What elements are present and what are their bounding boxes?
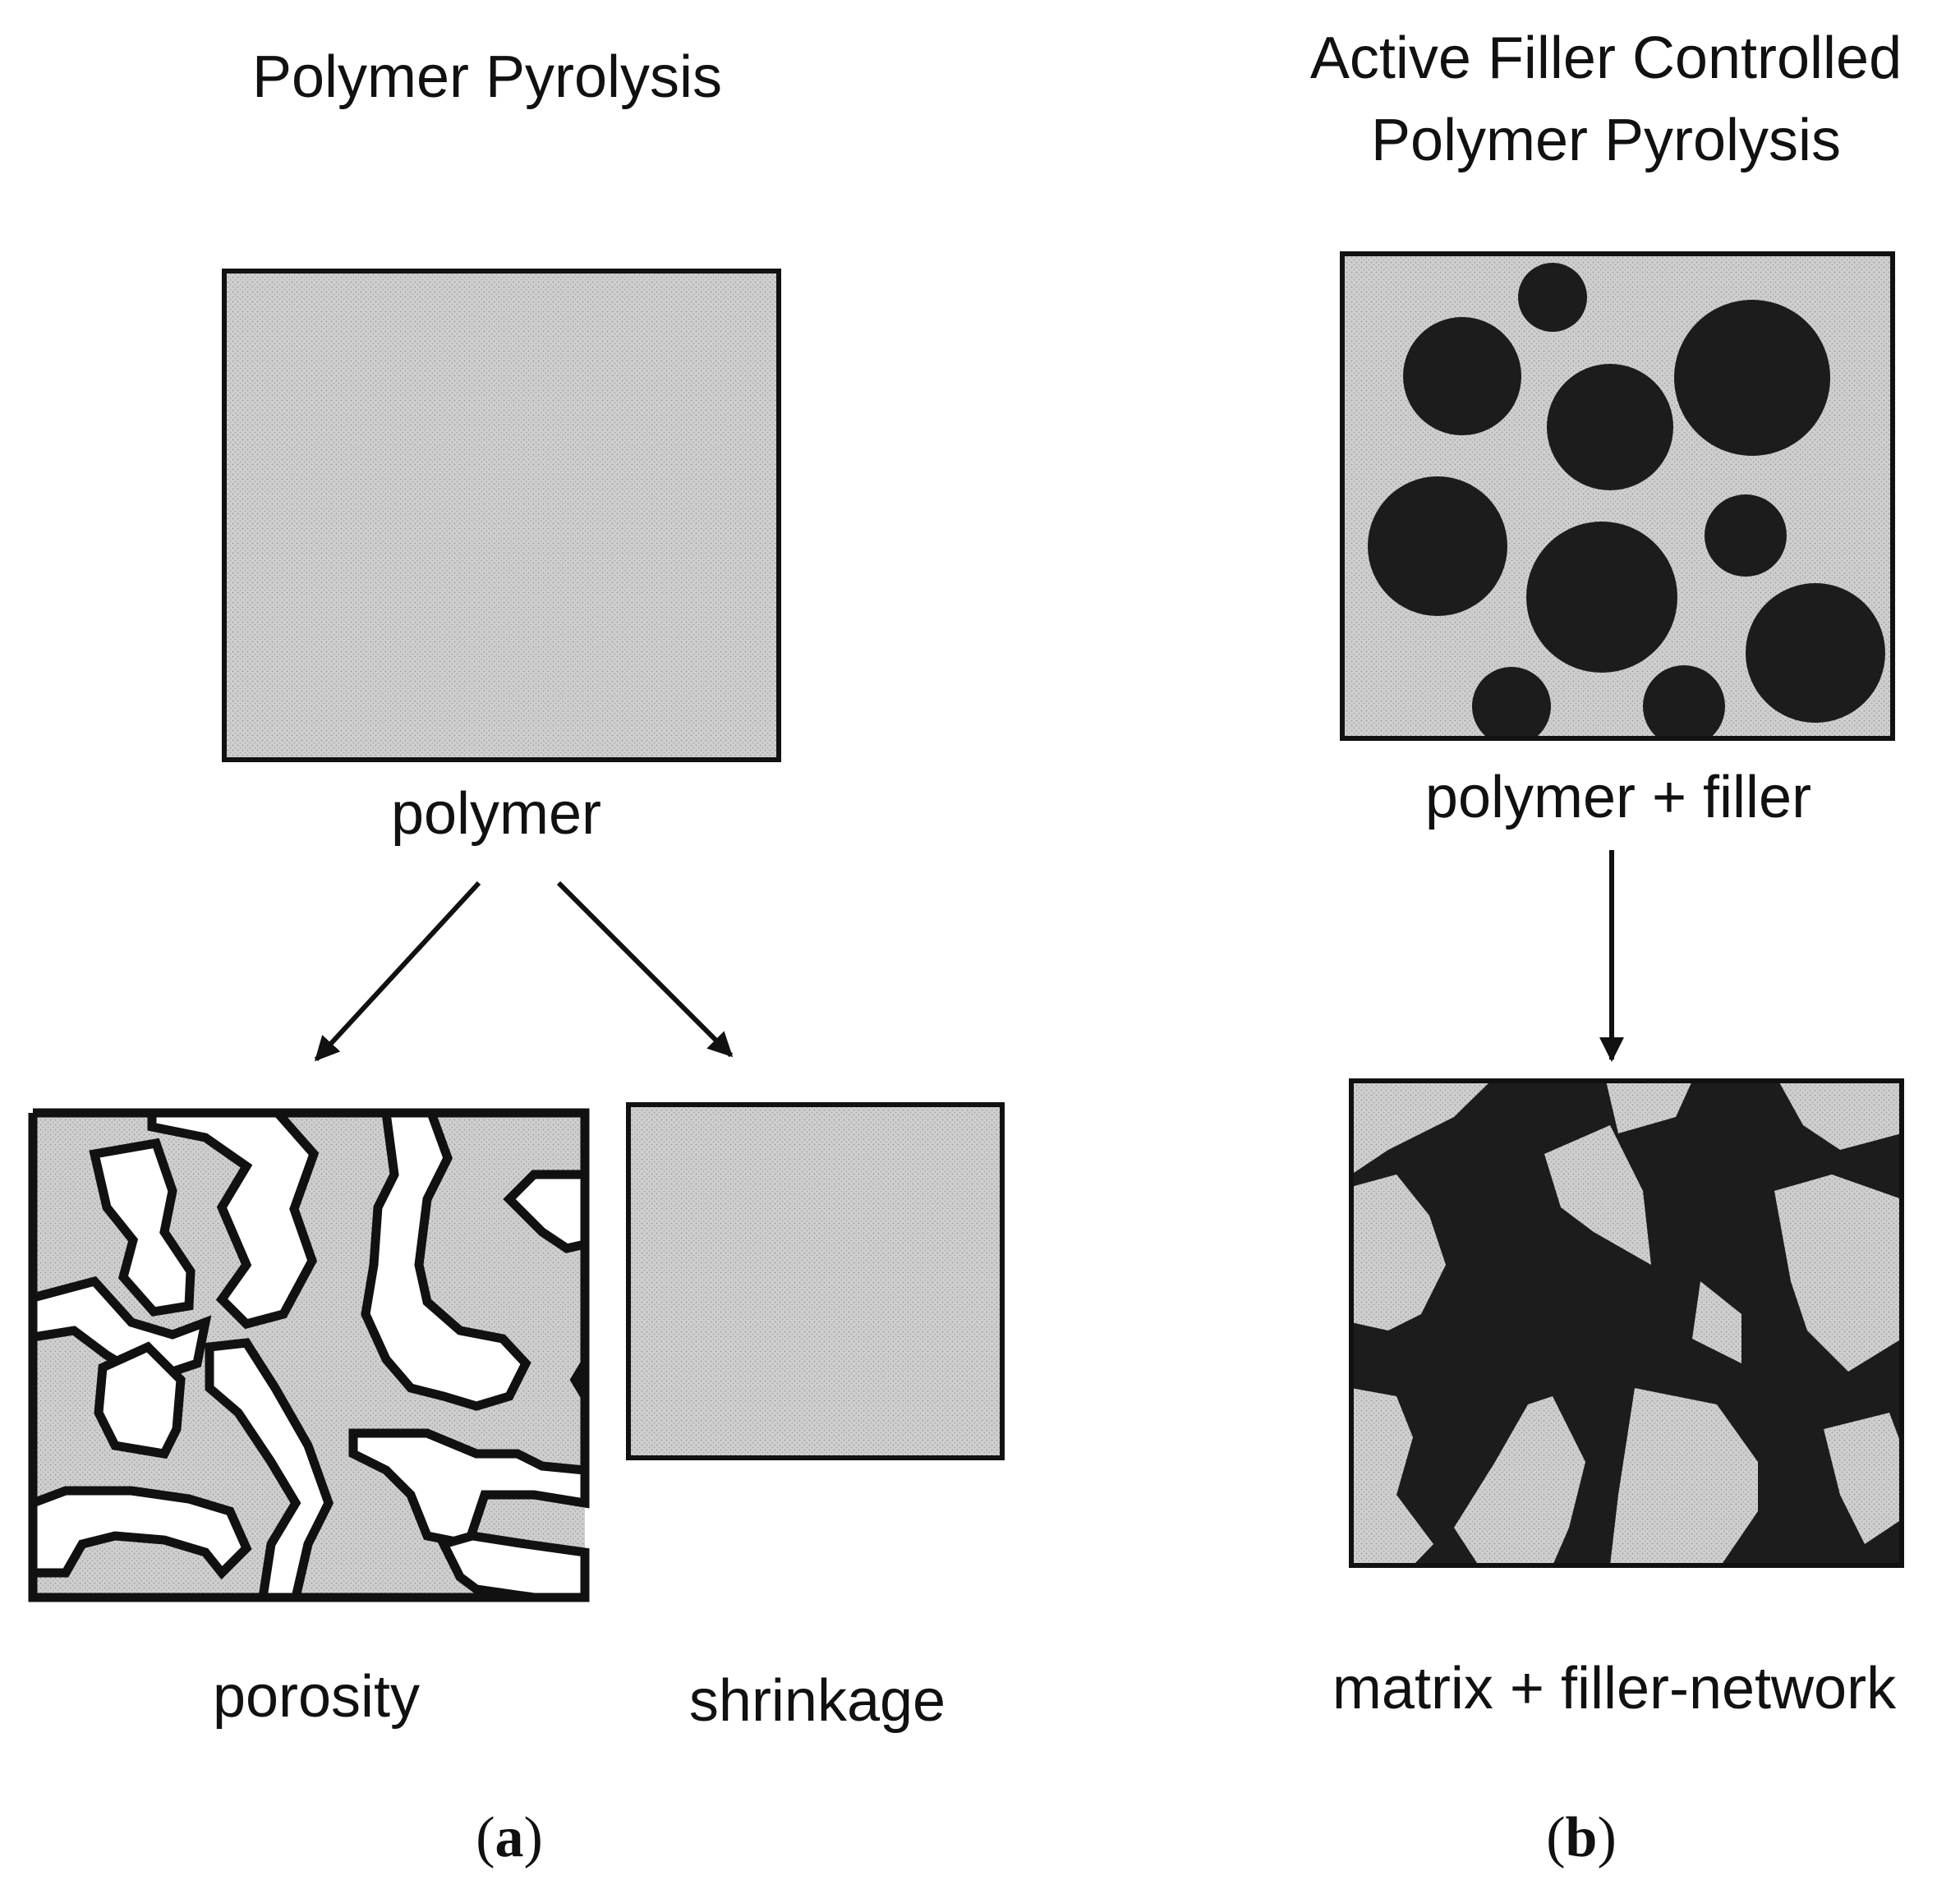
arrow-to-porosity [314, 880, 481, 1062]
porosity-label: porosity [213, 1664, 420, 1730]
panel-b-title-line1: Active Filler Controlled [1310, 25, 1902, 91]
porous-block [28, 1108, 590, 1602]
shrinkage-label: shrinkage [689, 1668, 945, 1734]
filler-particle [1746, 583, 1885, 723]
panel-b-title-line2: Polymer Pyrolysis [1371, 108, 1841, 173]
panel-b: Active Filler Controlled Polymer Pyrolys… [1310, 25, 1904, 1869]
polymer-square [222, 269, 781, 762]
panel-a-caption: (a) [476, 1806, 543, 1869]
panel-a-title: Polymer Pyrolysis [252, 44, 722, 110]
filler-particle [1526, 522, 1677, 673]
filler-particle [1518, 263, 1587, 332]
filler-particle [1643, 665, 1725, 738]
panel-b-caption: (b) [1546, 1806, 1617, 1869]
arrow-to-shrinkage [556, 880, 734, 1058]
panel-a: Polymer Pyrolysis polymer [28, 44, 1005, 1869]
filler-particle [1547, 364, 1673, 490]
filler-particle [1403, 317, 1521, 435]
filler-particle [1368, 476, 1507, 616]
filler-network-square [1349, 1078, 1904, 1568]
matrix-network-label: matrix + filler-network [1332, 1656, 1897, 1721]
filler-particle [1472, 667, 1551, 738]
polymer-label: polymer [391, 781, 601, 847]
shrunken-square [626, 1102, 1005, 1460]
filler-particle [1674, 300, 1830, 456]
polymer-filler-label: polymer + filler [1425, 765, 1811, 830]
filled-polymer-square [1340, 251, 1895, 741]
filler-particle [1705, 494, 1787, 577]
